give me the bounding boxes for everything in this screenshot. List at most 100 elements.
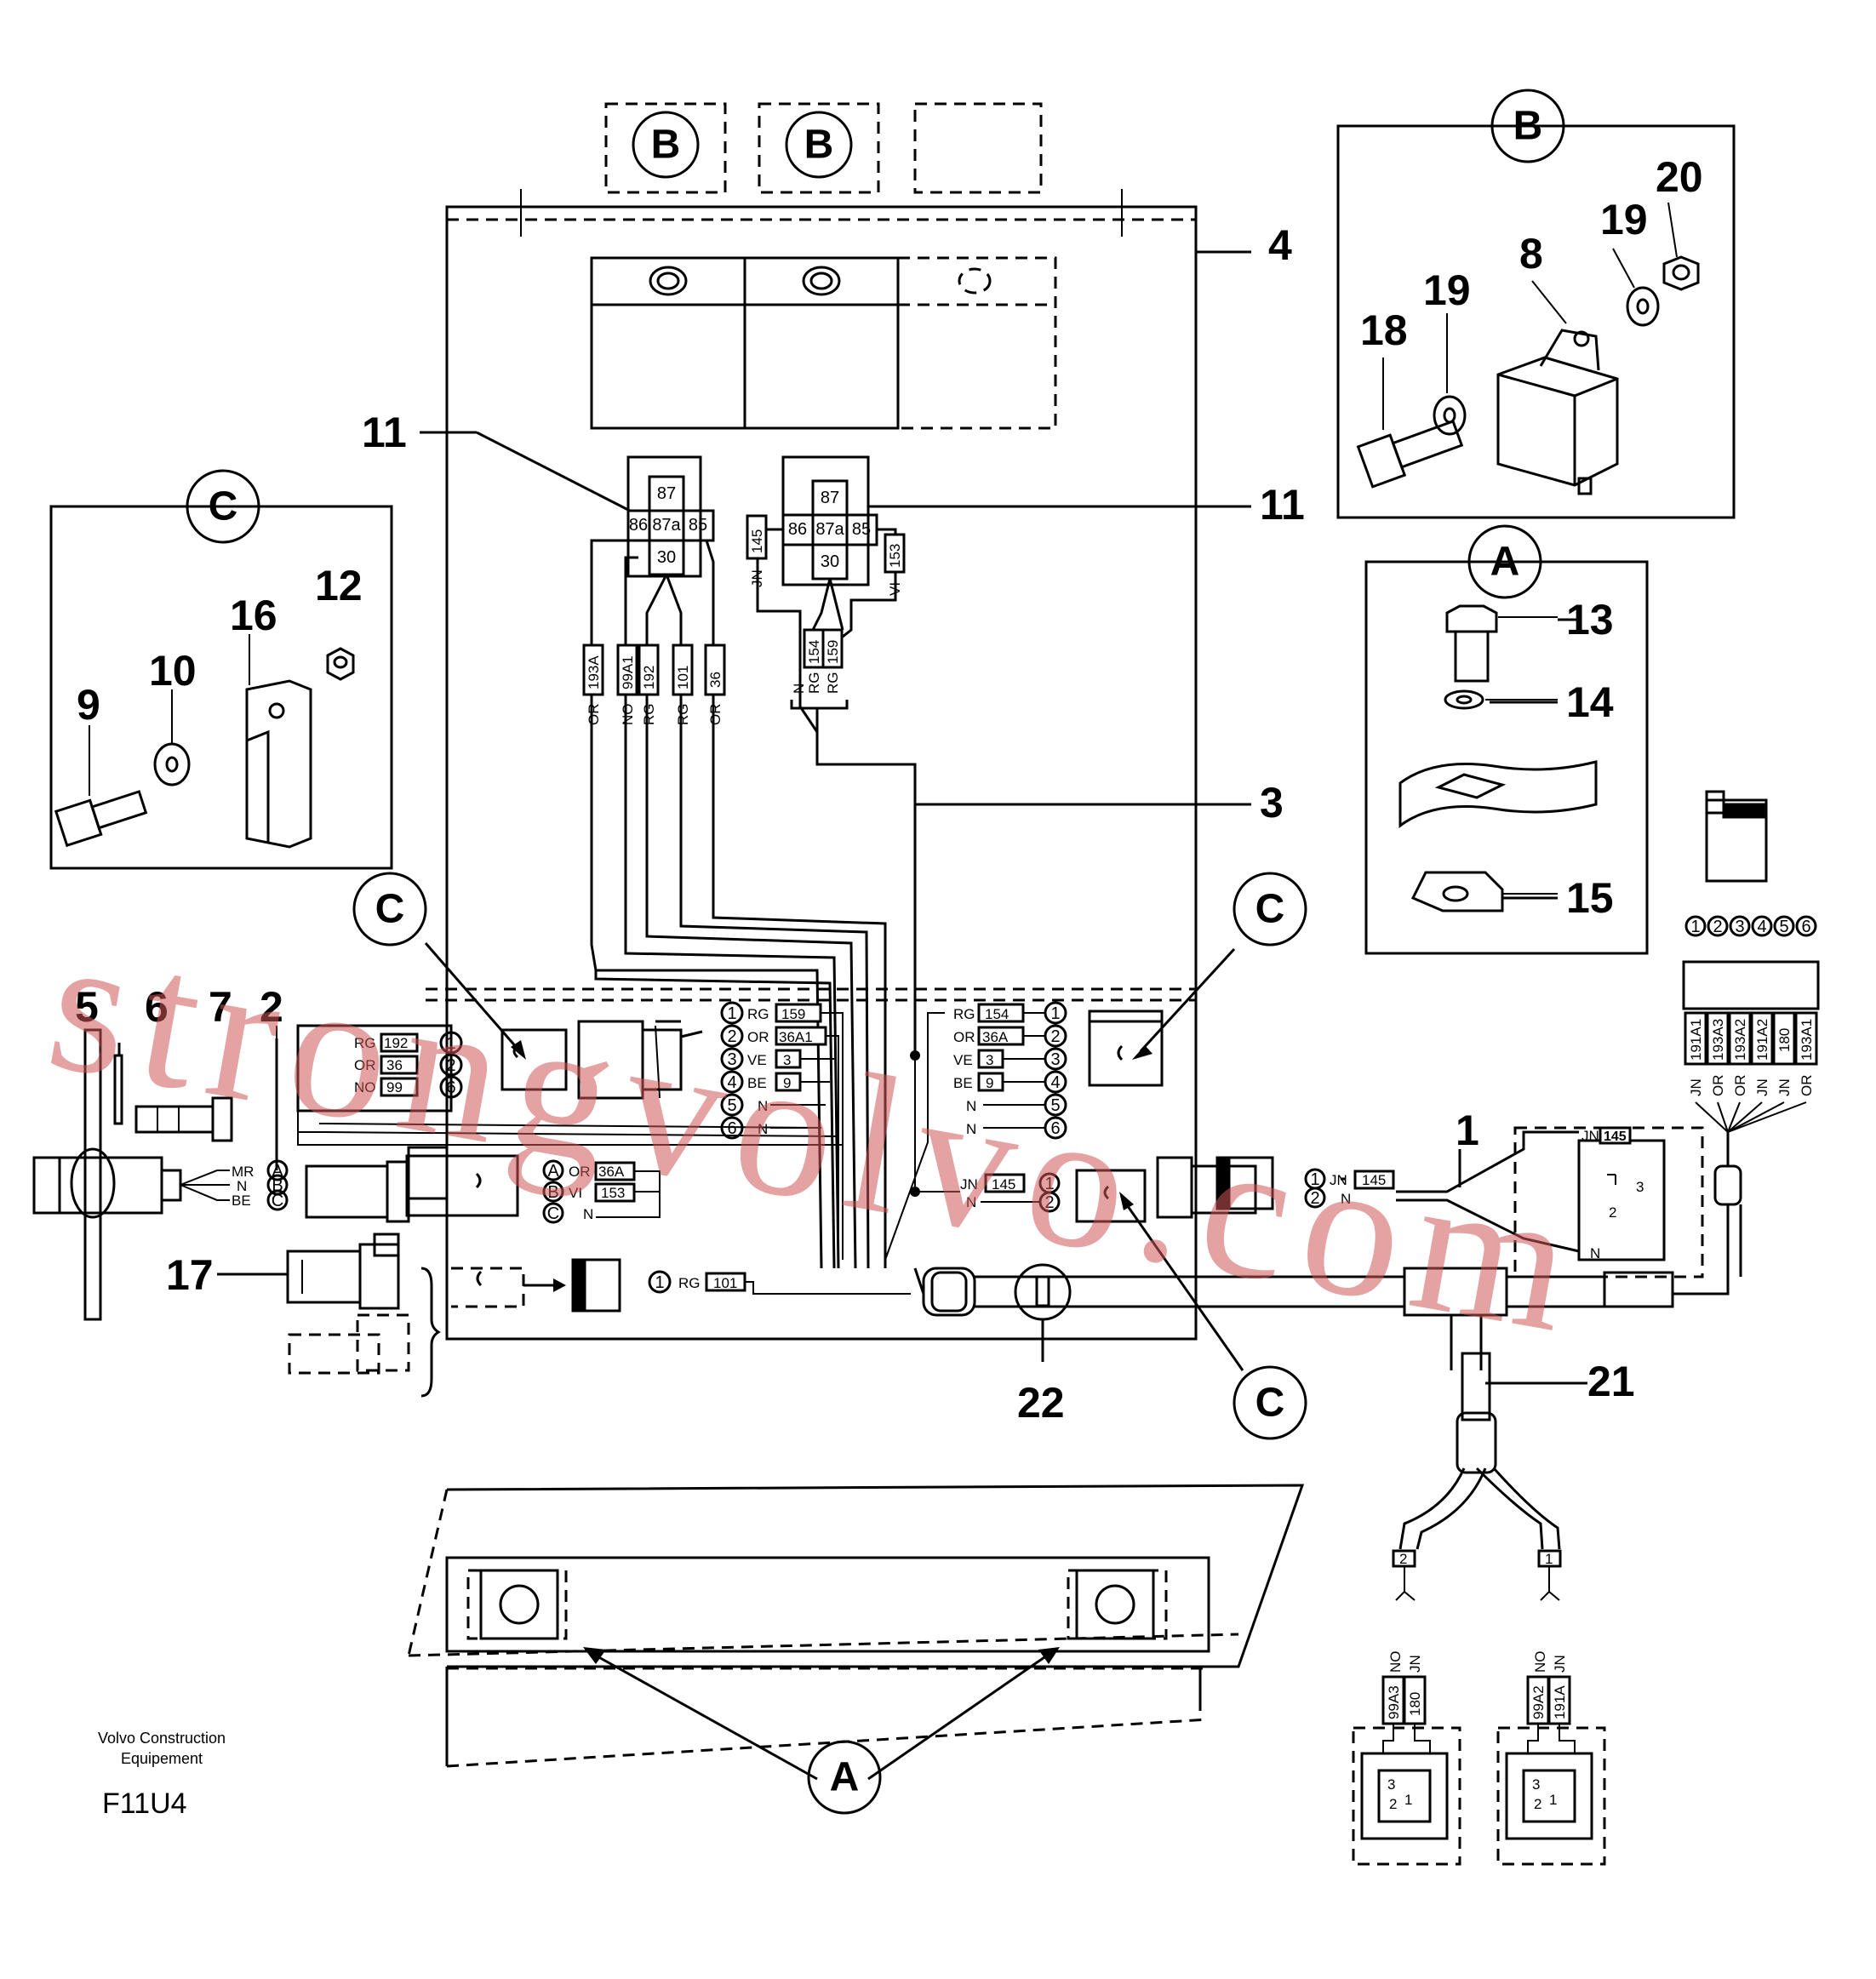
svg-text:3: 3 [986, 1052, 993, 1068]
svg-text:A: A [1490, 540, 1520, 585]
svg-text:N: N [966, 1121, 976, 1137]
svg-text:2: 2 [1609, 1204, 1616, 1221]
svg-text:N: N [583, 1206, 593, 1222]
part-number-19-left: 19 [1423, 266, 1471, 314]
svg-text:4: 4 [727, 1073, 736, 1092]
svg-text:180: 180 [1407, 1692, 1423, 1716]
part-number-1: 1 [1456, 1107, 1479, 1154]
conn-mid-row-3: VE 3 3 [953, 1047, 1067, 1071]
svg-text:3: 3 [1050, 1050, 1060, 1069]
svg-text:5: 5 [727, 1096, 736, 1115]
svg-text:6: 6 [727, 1119, 736, 1138]
conn-mid-row-6: N 6 [966, 1116, 1067, 1140]
part-number-17: 17 [166, 1251, 214, 1299]
six-pin-numbers: 1 2 3 4 5 6 [1684, 915, 1817, 937]
connector-part1: 1 JN 145 2 N JN 145 3 2 N [1215, 1126, 1704, 1278]
part-number-3: 3 [1260, 779, 1284, 826]
svg-text:4: 4 [1050, 1073, 1060, 1092]
conn-abc-row-a: A OR 36A [542, 1159, 636, 1181]
relay-left-pin-87a: 87a [652, 516, 681, 535]
svg-text:193A1: 193A1 [1799, 1019, 1815, 1061]
svg-text:RG: RG [747, 1006, 769, 1022]
conn-p2-row-3: NO 99 6 [354, 1075, 463, 1099]
svg-text:145: 145 [1604, 1130, 1627, 1144]
svg-text:191A2: 191A2 [1754, 1019, 1770, 1061]
part-number-20: 20 [1656, 153, 1703, 201]
manufacturer-line-1: Volvo Construction [97, 1730, 226, 1747]
svg-text:99: 99 [386, 1079, 403, 1095]
part-number-10: 10 [149, 647, 197, 695]
part-number-22: 22 [1017, 1379, 1065, 1427]
svg-text:JN: JN [1754, 1078, 1770, 1096]
wire-label: OR [586, 704, 602, 726]
wire-label: RG [675, 704, 691, 726]
svg-text:1: 1 [1549, 1792, 1557, 1808]
connector-abc: A OR 36A B VI 153 C N [542, 1159, 661, 1224]
svg-text:191A1: 191A1 [1688, 1019, 1704, 1061]
svg-text:154: 154 [985, 1006, 1009, 1022]
svg-text:1: 1 [727, 1004, 736, 1023]
wire-vi: VI [887, 582, 903, 596]
svg-text:VE: VE [953, 1052, 973, 1068]
sensor-pin-c: BE C [232, 1189, 289, 1211]
svg-text:BE: BE [232, 1193, 251, 1209]
svg-text:1: 1 [446, 1034, 455, 1053]
svg-text:9: 9 [986, 1075, 993, 1091]
svg-text:OR: OR [1710, 1075, 1726, 1097]
conn-p2-row-1: RG 192 1 [354, 1031, 463, 1055]
conn-mid-row-2: OR 36A 2 [953, 1024, 1067, 1048]
svg-text:JN: JN [1776, 1078, 1793, 1096]
svg-text:C: C [375, 887, 405, 932]
svg-text:36A: 36A [982, 1029, 1009, 1045]
part-number-11-right: 11 [1260, 481, 1305, 529]
conn-abc-row-b: B VI 153 [542, 1181, 636, 1203]
svg-text:2: 2 [1050, 1027, 1060, 1046]
wire-label: 192 [641, 666, 657, 689]
svg-text:A: A [547, 1162, 559, 1181]
svg-text:C: C [272, 1192, 283, 1210]
conn-1-row-1: 1 JN 145 [1304, 1168, 1395, 1190]
svg-text:OR: OR [1732, 1075, 1748, 1097]
svg-text:N: N [758, 1121, 768, 1137]
svg-text:NO: NO [354, 1079, 376, 1095]
svg-text:159: 159 [781, 1006, 805, 1022]
branch-left: 2 NO JN 99A3 180 3 1 2 [1352, 1549, 1461, 1866]
branch-right: 1 NO JN 99A2 191A 3 1 2 [1496, 1549, 1606, 1866]
wire-159: 159 [825, 640, 841, 664]
part-numbers: 4 11 11 3 1 21 22 17 5 6 7 2 9 10 16 12 … [75, 153, 1703, 1427]
part-number-7: 7 [209, 983, 232, 1031]
svg-text:3: 3 [727, 1050, 736, 1069]
wire-rg: RG [806, 672, 822, 695]
callout-b-top-2: B [785, 111, 853, 179]
svg-text:1: 1 [1690, 918, 1700, 936]
wire-n: N [791, 683, 807, 694]
leader-lines [117, 431, 1587, 1385]
svg-text:193A3: 193A3 [1710, 1019, 1726, 1061]
svg-text:6: 6 [1801, 918, 1810, 936]
svg-text:OR: OR [569, 1164, 591, 1180]
svg-text:2: 2 [1310, 1189, 1319, 1208]
top-relay-slots [604, 102, 1043, 194]
conn-p2-row-2: OR 36 2 [354, 1053, 463, 1077]
detail-b-box [1336, 124, 1736, 519]
svg-text:101: 101 [713, 1275, 737, 1291]
callout-b-top-1: B [632, 111, 700, 179]
svg-text:2: 2 [1399, 1551, 1407, 1567]
conn-abc-row-c: C N [542, 1202, 593, 1224]
part-number-9: 9 [77, 681, 100, 729]
svg-text:1: 1 [1545, 1551, 1553, 1567]
main-panel [426, 189, 1251, 1341]
conn-left-row-4: 4 BE 9 [720, 1070, 802, 1094]
svg-text:99A3: 99A3 [1386, 1685, 1402, 1719]
svg-text:OR: OR [1799, 1075, 1815, 1097]
harness [913, 1132, 1742, 1550]
wire-label: 193A [586, 655, 602, 689]
svg-text:1: 1 [1044, 1175, 1054, 1193]
svg-text:C: C [1255, 887, 1285, 932]
six-pin-wire-tags: 191A1 193A3 193A2 191A2 180 193A1 [1684, 1011, 1818, 1066]
svg-text:JN: JN [1407, 1655, 1423, 1673]
svg-text:3: 3 [1387, 1776, 1395, 1793]
svg-text:C: C [209, 484, 238, 529]
svg-text:99A2: 99A2 [1530, 1685, 1547, 1719]
svg-text:VE: VE [747, 1052, 767, 1068]
